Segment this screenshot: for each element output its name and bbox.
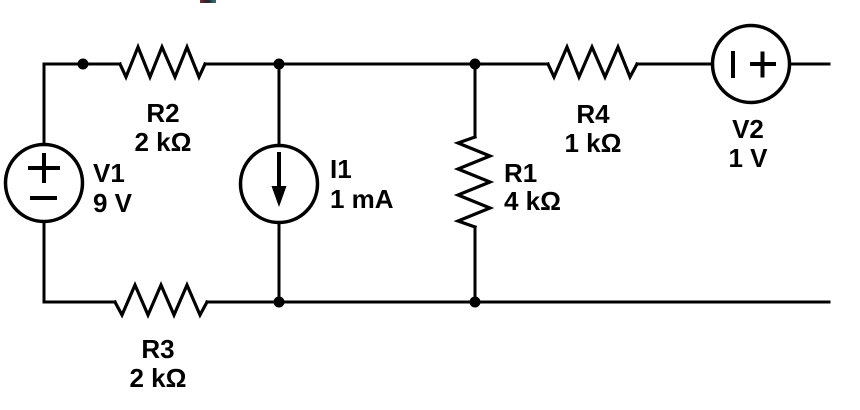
component-name-label: V2 bbox=[732, 114, 764, 144]
resistor-zigzag bbox=[112, 280, 210, 320]
plus-terminal-icon bbox=[750, 51, 776, 78]
component-value-label: 2 kΩ bbox=[135, 127, 192, 157]
junction-dots bbox=[77, 58, 481, 308]
plus-terminal-icon bbox=[28, 153, 60, 183]
component-value-label: 9 V bbox=[93, 188, 133, 218]
component-name-label: R3 bbox=[141, 334, 174, 364]
junction-dot bbox=[469, 58, 481, 70]
resistor-r4: R4 1 kΩ bbox=[545, 42, 640, 158]
component-value-label: 1 V bbox=[728, 143, 768, 173]
screen-edge-artifact bbox=[200, 0, 216, 3]
component-name-label: I1 bbox=[330, 154, 352, 184]
resistor-zigzag bbox=[545, 42, 640, 82]
resistor-r2: R2 2 kΩ bbox=[117, 42, 208, 157]
component-name-label: V1 bbox=[93, 158, 125, 188]
junction-dot bbox=[77, 58, 89, 70]
component-name-label: R2 bbox=[146, 98, 179, 128]
source-circle bbox=[710, 23, 792, 105]
junction-dot bbox=[273, 296, 285, 308]
resistor-r1: R1 4 kΩ bbox=[453, 134, 561, 230]
junction-dot bbox=[469, 296, 481, 308]
resistor-r3: R3 2 kΩ bbox=[112, 280, 210, 393]
current-arrow-head-icon bbox=[271, 186, 287, 207]
component-value-label: 4 kΩ bbox=[504, 186, 561, 216]
resistor-zigzag bbox=[453, 134, 495, 230]
current-source-i1: I1 1 mA bbox=[238, 143, 394, 225]
voltage-source-v1: V1 9 V bbox=[3, 142, 133, 224]
source-circle bbox=[238, 143, 320, 225]
component-value-label: 1 mA bbox=[330, 184, 394, 214]
source-circle bbox=[3, 142, 85, 224]
junction-dot bbox=[273, 58, 285, 70]
component-value-label: 1 kΩ bbox=[565, 128, 622, 158]
wires bbox=[42, 62, 831, 304]
component-name-label: R4 bbox=[576, 99, 610, 129]
component-name-label: R1 bbox=[504, 158, 537, 188]
resistor-zigzag bbox=[117, 42, 208, 82]
voltage-source-v2: V2 1 V bbox=[710, 23, 792, 173]
component-value-label: 2 kΩ bbox=[130, 363, 187, 393]
